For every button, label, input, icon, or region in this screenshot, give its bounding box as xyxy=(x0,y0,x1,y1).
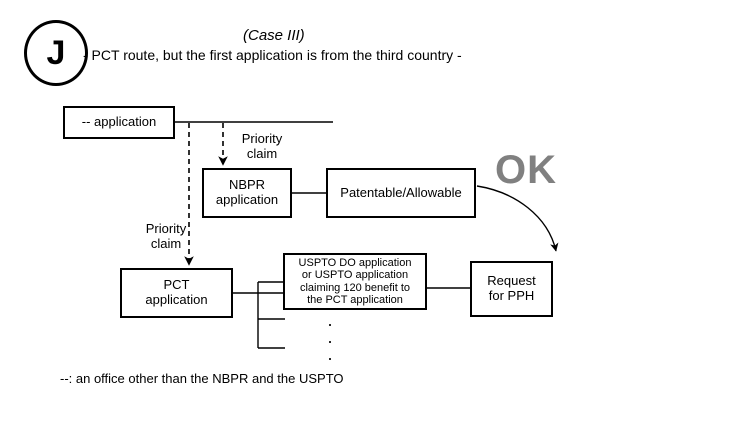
node-label: NBPR application xyxy=(215,177,279,207)
ellipsis-dot-1: . xyxy=(327,310,333,330)
ellipsis-dot-2: . xyxy=(327,327,333,347)
edge-label-priority-claim-nbpr: Priority claim xyxy=(241,131,283,161)
node-patentable-allowable[interactable]: Patentable/Allowable xyxy=(326,168,476,218)
case-title: (Case III) xyxy=(243,27,305,44)
node-label: -- application xyxy=(81,114,157,130)
node-label: Patentable/Allowable xyxy=(340,184,462,200)
ellipsis-dot-3: . xyxy=(327,344,333,364)
node-label: Request for PPH xyxy=(487,273,536,303)
edge-patentable-to-pph-curve xyxy=(476,185,559,252)
legend-note: --: an office other than the NBPR and th… xyxy=(60,371,344,386)
case-marker-letter: J xyxy=(46,34,66,72)
case-marker-circle: J xyxy=(24,20,88,86)
node-uspto-do-application[interactable]: USPTO DO application or USPTO applicatio… xyxy=(283,253,427,310)
node-pct-application[interactable]: PCT application xyxy=(120,268,233,318)
status-ok-label: OK xyxy=(495,148,557,192)
case-subtitle: - PCT route, but the first application i… xyxy=(83,47,462,63)
node-nbpr-application[interactable]: NBPR application xyxy=(202,168,292,218)
node-label: PCT application xyxy=(145,277,208,307)
node-label: USPTO DO application or USPTO applicatio… xyxy=(298,256,412,306)
edge-label-priority-claim-pct: Priority claim xyxy=(145,221,187,251)
node-third-country-application[interactable]: -- application xyxy=(63,106,175,139)
node-request-for-pph[interactable]: Request for PPH xyxy=(470,261,553,317)
